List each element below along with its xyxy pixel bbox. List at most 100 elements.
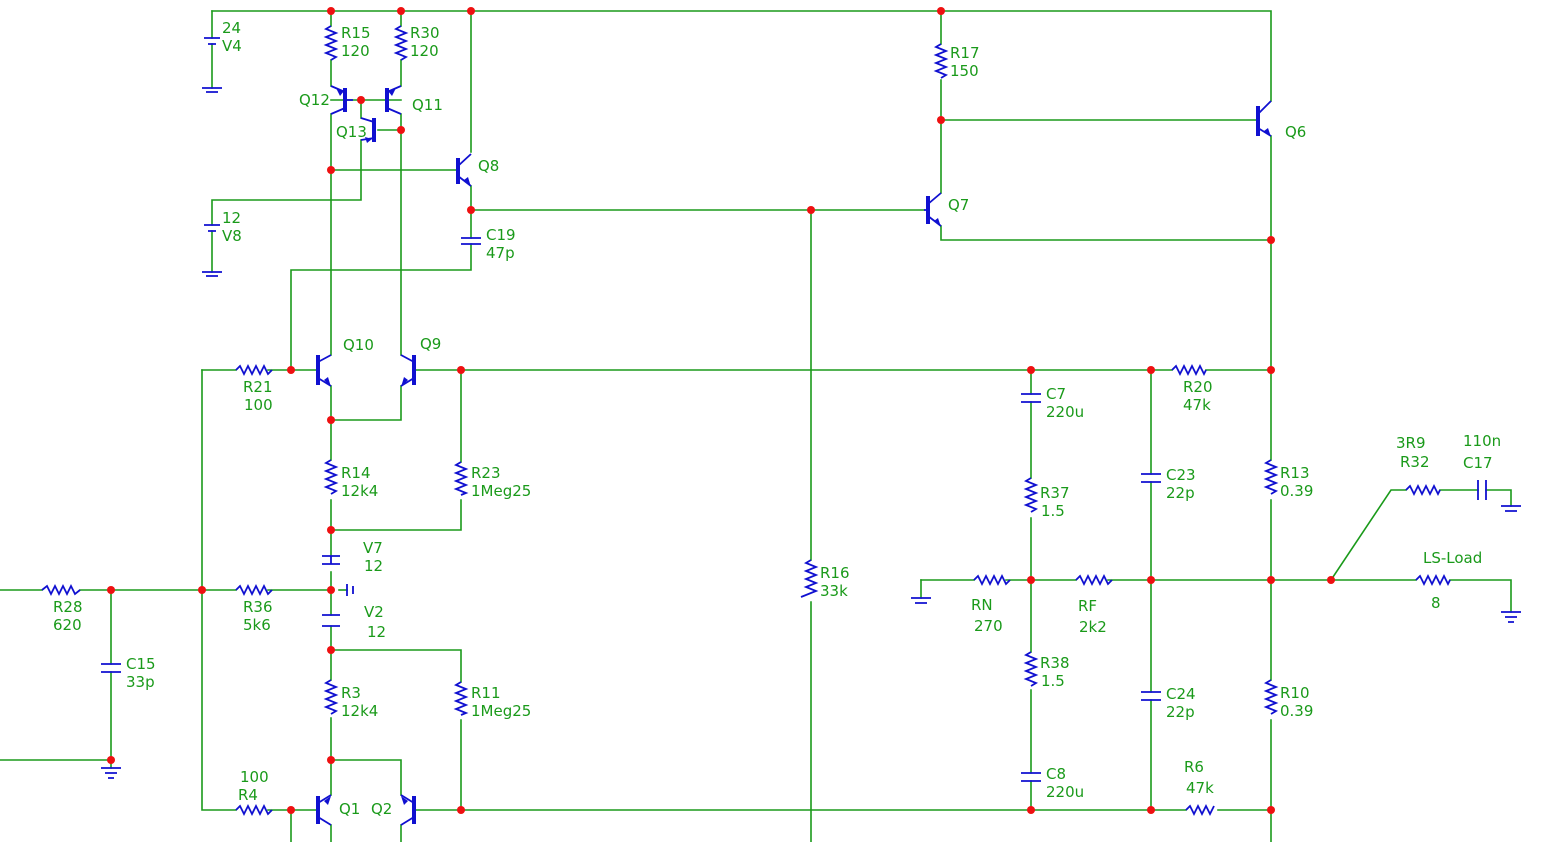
label-r3-name: R3: [341, 684, 361, 702]
resistor-rf: [1075, 573, 1113, 587]
resistor-r37: [1023, 477, 1039, 513]
label-c19-name: C19: [486, 226, 516, 244]
voltage-sources: [204, 37, 354, 627]
ground-icon: [202, 87, 222, 93]
transistor-q6: [1256, 100, 1272, 137]
label-r14-value: 12k4: [341, 482, 378, 500]
label-r15-name: R15: [341, 24, 371, 42]
label-r20-value: 47k: [1183, 396, 1211, 414]
label-c7-value: 220u: [1046, 403, 1084, 421]
resistor-r11: [453, 681, 469, 716]
transistor-q8: [456, 153, 472, 187]
label-r36-name: R36: [243, 598, 273, 616]
ground-icon: [1501, 505, 1521, 512]
capacitors: [101, 237, 1487, 782]
label-c23-name: C23: [1166, 466, 1196, 484]
label-r32-value: 3R9: [1396, 434, 1426, 452]
label-c17-value: 110n: [1463, 432, 1501, 450]
label-rf-value: 2k2: [1079, 618, 1107, 636]
ground-icon: [1501, 611, 1521, 623]
transistor-q12: [330, 85, 353, 115]
label-r10-name: R10: [1280, 684, 1310, 702]
label-q7: Q7: [948, 196, 969, 214]
resistor-r38: [1023, 651, 1039, 687]
label-r17-name: R17: [950, 44, 980, 62]
label-q9: Q9: [420, 335, 441, 353]
label-q11: Q11: [412, 96, 443, 114]
resistor-r13: [1263, 459, 1279, 495]
label-c24-name: C24: [1166, 685, 1196, 703]
label-r13-name: R13: [1280, 464, 1310, 482]
label-r11-value: 1Meg25: [471, 702, 531, 720]
label-c24-value: 22p: [1166, 703, 1195, 721]
label-v8-value: 12: [222, 209, 241, 227]
label-r30-value: 120: [410, 42, 439, 60]
label-c23-value: 22p: [1166, 484, 1195, 502]
label-c17-name: C17: [1463, 454, 1493, 472]
resistor-r14: [323, 459, 339, 495]
label-r32-name: R32: [1400, 453, 1430, 471]
wires: [0, 10, 1512, 842]
source-v8: [204, 224, 220, 232]
label-r4-name: R4: [238, 786, 258, 804]
label-r28-value: 620: [53, 616, 82, 634]
label-r21-name: R21: [243, 378, 273, 396]
capacitor-c17: [1477, 480, 1487, 500]
label-r14-name: R14: [341, 464, 371, 482]
label-r30-name: R30: [410, 24, 440, 42]
label-c15-name: C15: [126, 655, 156, 673]
transistor-q9: [400, 354, 416, 387]
capacitor-c8: [1021, 772, 1041, 782]
label-ls-load-value: 8: [1431, 594, 1441, 612]
resistor-r4: [235, 803, 273, 817]
label-r23-name: R23: [471, 464, 501, 482]
capacitor-c23: [1141, 473, 1161, 483]
ground-icon: [101, 767, 121, 779]
label-ls-load-name: LS-Load: [1423, 549, 1482, 567]
resistor-rn: [973, 573, 1011, 587]
resistor-r21: [235, 363, 273, 377]
label-c7-name: C7: [1046, 385, 1066, 403]
label-r10-value: 0.39: [1280, 702, 1313, 720]
resistor-r32: [1405, 483, 1441, 497]
resistor-r23: [453, 461, 469, 496]
source-v2: [322, 614, 340, 627]
label-v4-value: 24: [222, 19, 241, 37]
label-r13-value: 0.39: [1280, 482, 1313, 500]
label-q13: Q13: [336, 123, 367, 141]
junction-dots: [107, 7, 1335, 814]
transistor-q1: [316, 794, 332, 826]
source-v4: [204, 37, 220, 45]
label-q6: Q6: [1285, 123, 1306, 141]
label-q8: Q8: [478, 157, 499, 175]
resistor-ls-load: [1415, 573, 1451, 587]
resistor-r28: [41, 583, 81, 597]
grounds: [101, 87, 1521, 779]
label-r16-value: 33k: [820, 582, 848, 600]
label-r15-value: 120: [341, 42, 370, 60]
label-r23-value: 1Meg25: [471, 482, 531, 500]
capacitor-c24: [1141, 691, 1161, 701]
label-v8-name: V8: [222, 227, 242, 245]
label-r37-name: R37: [1040, 484, 1070, 502]
label-v2-name: V2: [364, 603, 384, 621]
label-c8-name: C8: [1046, 765, 1066, 783]
ground-icon: [202, 271, 222, 277]
transistor-q7: [924, 192, 942, 227]
label-r4-value: 100: [240, 768, 269, 786]
label-r11-name: R11: [471, 684, 501, 702]
resistor-r3: [323, 679, 339, 715]
resistor-r17: [933, 43, 949, 79]
transistor-q11: [385, 85, 402, 115]
label-c15-value: 33p: [126, 673, 155, 691]
label-c8-value: 220u: [1046, 783, 1084, 801]
label-v2-value: 12: [367, 623, 386, 641]
label-q1: Q1: [339, 800, 360, 818]
labels: 24 V4 12 V8 R15 120 R30 120 R17 150 Q12 …: [53, 19, 1501, 818]
label-r6-value: 47k: [1186, 779, 1214, 797]
transistor-q2: [400, 794, 416, 826]
label-c19-value: 47p: [486, 244, 515, 262]
resistor-r16: [800, 559, 819, 598]
resistor-r36: [235, 583, 273, 597]
capacitor-c7: [1021, 393, 1041, 403]
